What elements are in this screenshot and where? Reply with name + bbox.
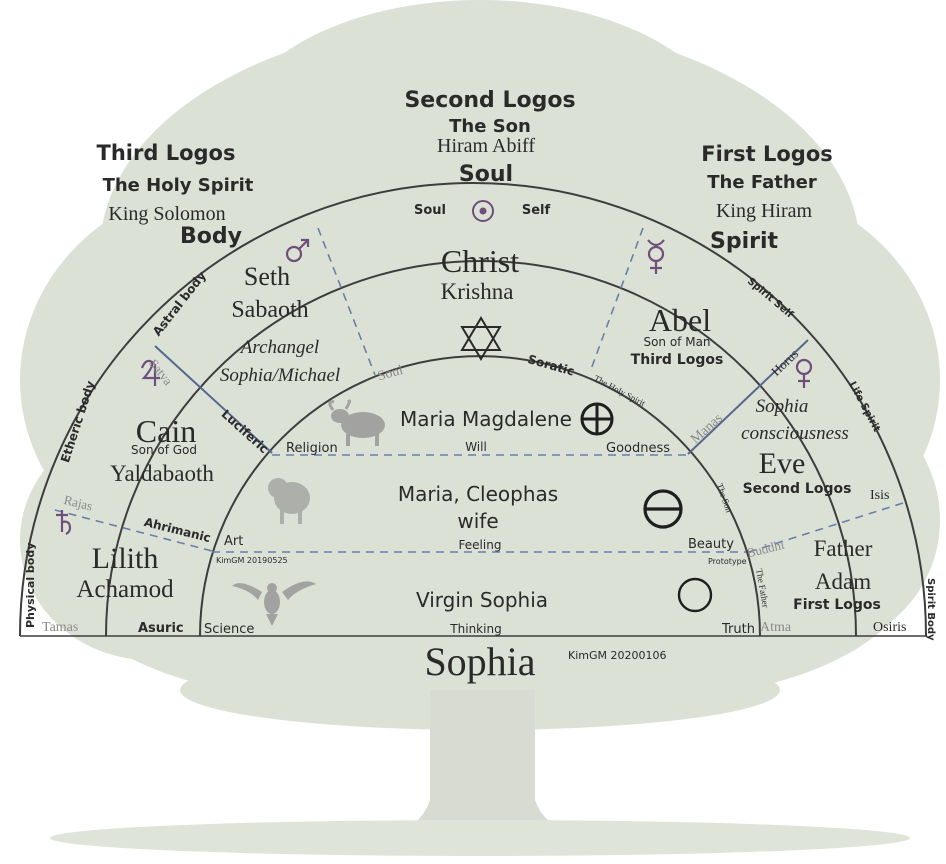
- venus-icon: [795, 358, 813, 388]
- signature-label: KimGM 20200106: [568, 649, 667, 662]
- achamod-label: Achamod: [76, 576, 174, 603]
- eve-label: Eve: [758, 447, 806, 480]
- mars-icon: [285, 238, 310, 263]
- asuric-label: Asuric: [138, 621, 184, 636]
- prototype-label: Prototype: [708, 557, 747, 566]
- middle-arc: [105, 260, 857, 637]
- outer-self-label: Self: [521, 203, 551, 218]
- father-label: Father: [813, 536, 873, 561]
- thinking-label: Thinking: [450, 622, 502, 636]
- manas-line: [687, 339, 809, 455]
- atma-label: Atma: [760, 620, 792, 635]
- mercury-icon: [647, 239, 665, 274]
- yaldabaoth-label: Yaldabaoth: [110, 461, 214, 486]
- maria-magdalene-label: Maria Magdalene: [400, 407, 572, 431]
- jupiter-icon: [140, 359, 160, 386]
- maria-cleophas-line1: Maria, Cleophas: [397, 482, 559, 506]
- holy-spirit-heading: The Holy Spirit: [102, 175, 254, 196]
- earth-cross-icon: [580, 402, 614, 436]
- sophia-michael-label: Sophia/Michael: [219, 365, 341, 386]
- art-label: Art: [224, 534, 244, 549]
- sophia-title: Sophia: [424, 639, 536, 684]
- osiris-label: Osiris: [873, 620, 907, 635]
- soul-heading: Soul: [458, 162, 514, 187]
- seth-label: Seth: [243, 262, 291, 291]
- physical-body-label: Physical body: [24, 542, 37, 628]
- eagle-icon: [232, 581, 316, 626]
- spirit-heading: Spirit: [709, 229, 779, 254]
- empty-circle-icon: [677, 577, 713, 613]
- truth-label: Truth: [722, 622, 755, 637]
- feeling-label: Feeling: [458, 538, 502, 552]
- sophia-consciousness-line2: consciousness: [741, 423, 849, 444]
- beauty-label: Beauty: [688, 537, 734, 552]
- will-label: Will: [465, 440, 487, 454]
- second-logos-heading: Second Logos: [404, 88, 576, 113]
- the-son-heading: The Son: [449, 116, 531, 137]
- sun-circle-icon: [472, 200, 494, 222]
- tamas-label: Tamas: [42, 620, 79, 635]
- isis-label: Isis: [870, 488, 890, 503]
- lion-icon: [268, 478, 310, 524]
- kimgm-small-label: KimGM 20190525: [216, 556, 288, 565]
- second-logos-small-label: Second Logos: [742, 481, 852, 497]
- body-heading: Body: [180, 224, 242, 249]
- adam-label: Adam: [814, 569, 872, 594]
- religion-label: Religion: [286, 441, 338, 456]
- the-father-heading: The Father: [707, 172, 817, 193]
- sabaoth-label: Sabaoth: [231, 297, 309, 323]
- outer-arc: [19, 182, 927, 637]
- spirit-body-label: Spirit Body: [925, 578, 936, 641]
- theta-circle-icon: [643, 489, 683, 529]
- goodness-label: Goodness: [606, 441, 671, 456]
- soul-dashed-line: [317, 227, 376, 376]
- hiram-abiff-label: Hiram Abiff: [437, 135, 535, 157]
- third-logos-small-label: Third Logos: [630, 352, 724, 368]
- archangel-label: Archangel: [240, 337, 320, 358]
- tree-trunk-icon: [50, 690, 910, 856]
- lilith-label: Lilith: [91, 542, 159, 575]
- first-logos-heading: First Logos: [701, 142, 833, 166]
- third-logos-heading: Third Logos: [96, 141, 236, 165]
- cain-label: Cain: [135, 413, 197, 449]
- son-of-god-label: Son of God: [130, 443, 198, 457]
- king-solomon-label: King Solomon: [108, 203, 226, 225]
- krishna-label: Krishna: [440, 279, 514, 304]
- son-of-man-label: Son of Man: [643, 335, 711, 349]
- sophia-consciousness-line1: Sophia: [755, 396, 809, 417]
- outer-soul-label: Soul: [413, 203, 447, 218]
- maria-cleophas-line2: wife: [457, 509, 499, 533]
- christ-label: Christ: [440, 243, 520, 279]
- bull-icon: [328, 399, 385, 446]
- saturn-icon: [56, 510, 72, 535]
- soratic-dashed-line: [589, 227, 644, 373]
- virgin-sophia-label: Virgin Sophia: [415, 588, 549, 612]
- king-hiram-label: King Hiram: [715, 200, 813, 222]
- abel-label: Abel: [648, 302, 712, 338]
- star-of-david-icon: [460, 316, 502, 361]
- first-logos-small-label: First Logos: [793, 597, 881, 613]
- science-label: Science: [204, 622, 255, 637]
- luciferic-line: [154, 345, 273, 454]
